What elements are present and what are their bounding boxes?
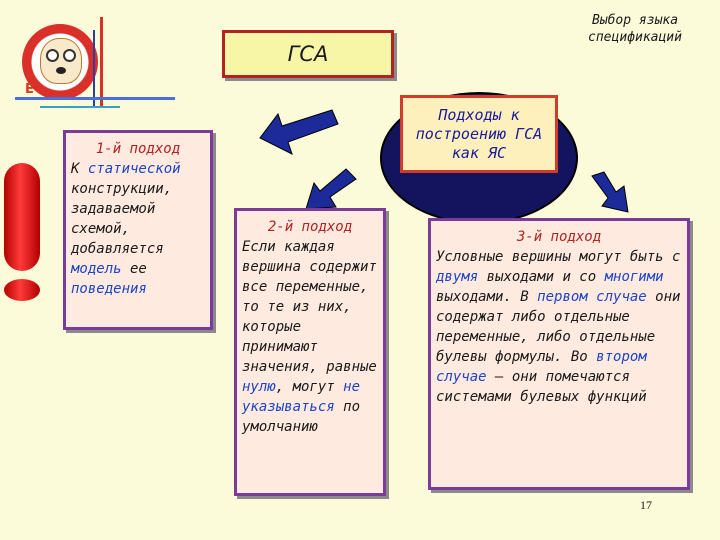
text: К [71,161,88,177]
highlight: модель [71,261,122,277]
approach-3-heading: 3-й подход [516,229,602,245]
divider [100,17,103,107]
text: конструкции, задаваемой схемой, добавляе… [71,181,173,257]
nose-icon [56,67,66,74]
highlight: не указываться [242,379,361,415]
highlight: статической [87,161,181,177]
highlight: втором случае [436,349,647,385]
arrow-left-icon [259,109,339,155]
exclamation-icon [4,163,40,271]
text: ее [121,261,147,277]
eye-icon [46,49,59,62]
text: выходами и со [478,269,605,285]
text: , могут [275,379,344,395]
exclamation-dot-icon [4,279,40,301]
highlight: нулю [242,379,276,395]
highlight: многими [604,269,664,285]
arrow-down-right-icon [591,171,629,213]
page-number: 17 [640,498,652,512]
subtitle: Выбор языка спецификаций [588,13,682,45]
logo-letter: E [25,82,34,97]
text: Если каждая вершина содержит все перемен… [242,239,377,375]
text: Условные вершины могут быть с [436,249,681,265]
highlight: поведения [71,281,147,297]
highlight: первом случае [537,289,647,305]
approaches-title: Подходы к построению ГСА как ЯС [400,95,558,173]
highlight: двумя [436,269,479,285]
text: по умолчанию [242,399,361,435]
page-title: ГСА [222,30,394,78]
approach-2-heading: 2-й подход [267,219,353,235]
divider [40,106,120,108]
text: – они помечаются системами булевых функц… [436,369,647,405]
divider [93,30,95,108]
eye-icon [63,49,76,62]
text: они содержат либо отдельные переменные, … [436,289,681,365]
dog-face-icon [40,38,82,84]
approach-1-heading: 1-й подход [95,141,181,157]
divider [15,97,175,100]
text: выходами. В [436,289,538,305]
